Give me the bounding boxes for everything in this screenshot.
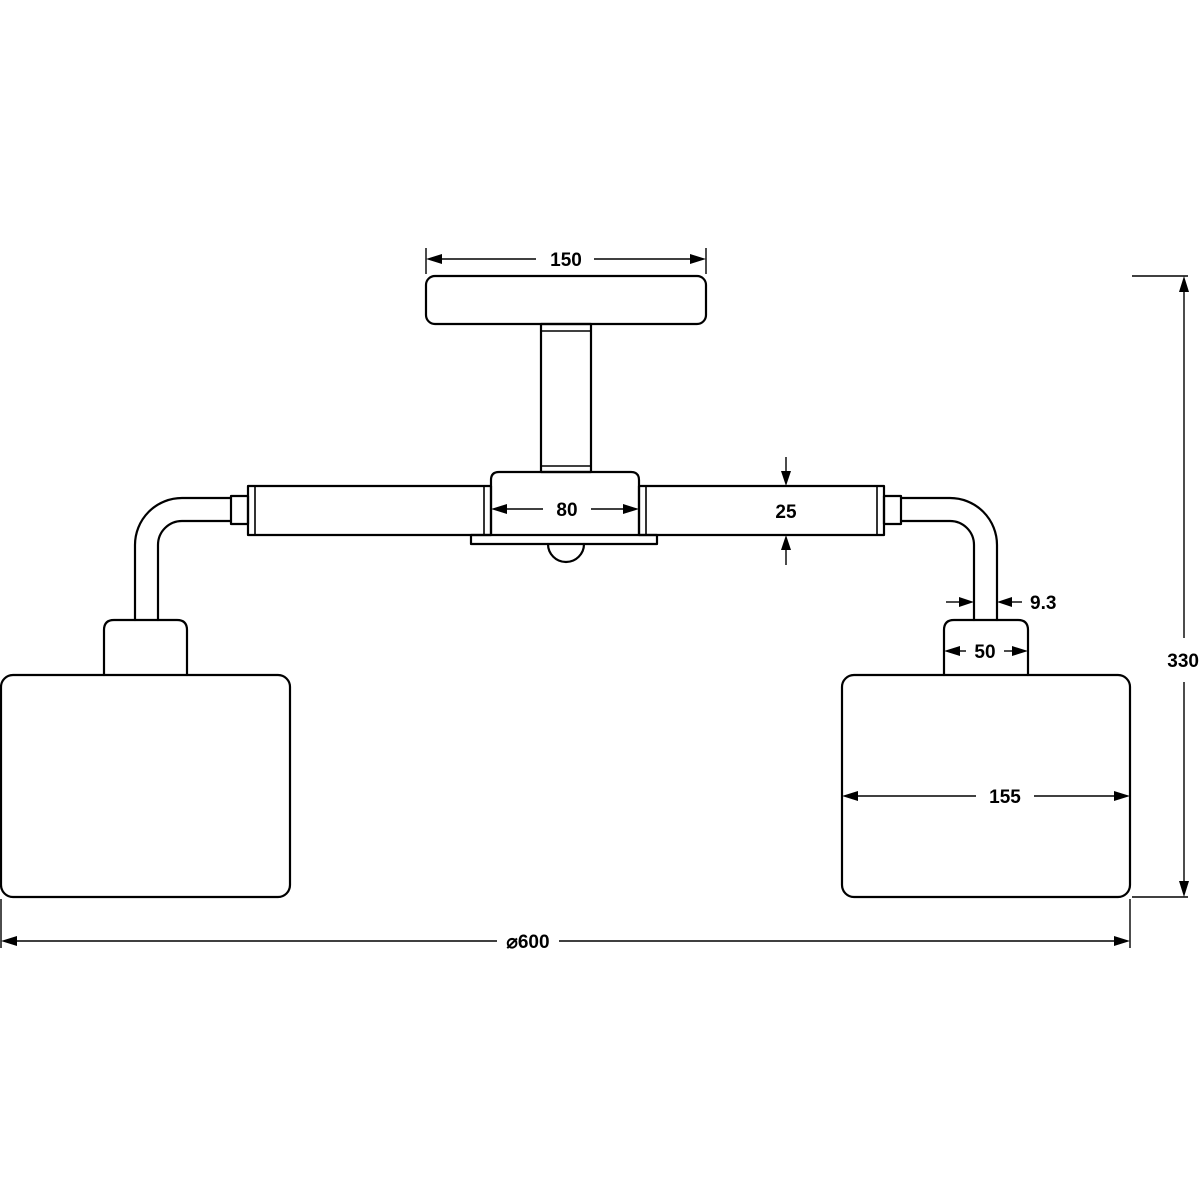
right-socket-cap [942, 618, 1030, 677]
stem [539, 322, 593, 474]
dimension-tube-diameter: 9.3 [946, 590, 1056, 618]
left-shade [0, 673, 292, 899]
dimension-label-arm-height: 25 [775, 502, 797, 523]
dimension-label-tube-diameter: 9.3 [1030, 593, 1056, 614]
left-arm-tube [246, 484, 493, 537]
ceiling-canopy [424, 274, 708, 326]
dimension-label-center-block: 80 [556, 500, 577, 521]
dimension-shade-width: 155 [842, 787, 1130, 808]
dimension-overall-diameter: ⌀600 [0, 899, 1131, 953]
dimension-socket-width: 50 [944, 642, 1028, 663]
dimension-label-canopy-width: 150 [550, 250, 582, 271]
dimension-label-overall-diameter: ⌀600 [506, 932, 549, 953]
dimension-canopy-width: 150 [425, 248, 707, 274]
center-base-plate [469, 533, 659, 546]
left-curved-tube [133, 496, 233, 622]
right-arm-end-cap [882, 494, 903, 526]
right-curved-tube [899, 496, 999, 622]
center-bulb-knob [546, 542, 586, 564]
center-block [489, 470, 641, 537]
left-arm-end-cap [229, 494, 250, 526]
left-socket-cap [102, 618, 189, 677]
dimension-center-block: 80 [491, 500, 639, 521]
dimension-label-overall-height: 330 [1167, 651, 1199, 672]
dimension-label-shade-width: 155 [989, 787, 1021, 808]
right-shade [840, 673, 1132, 899]
dimension-overall-height: 330 [1132, 275, 1199, 898]
dimension-arm-height: 25 [775, 457, 797, 565]
right-arm-tube [637, 484, 886, 537]
dimension-label-socket-width: 50 [974, 642, 995, 663]
